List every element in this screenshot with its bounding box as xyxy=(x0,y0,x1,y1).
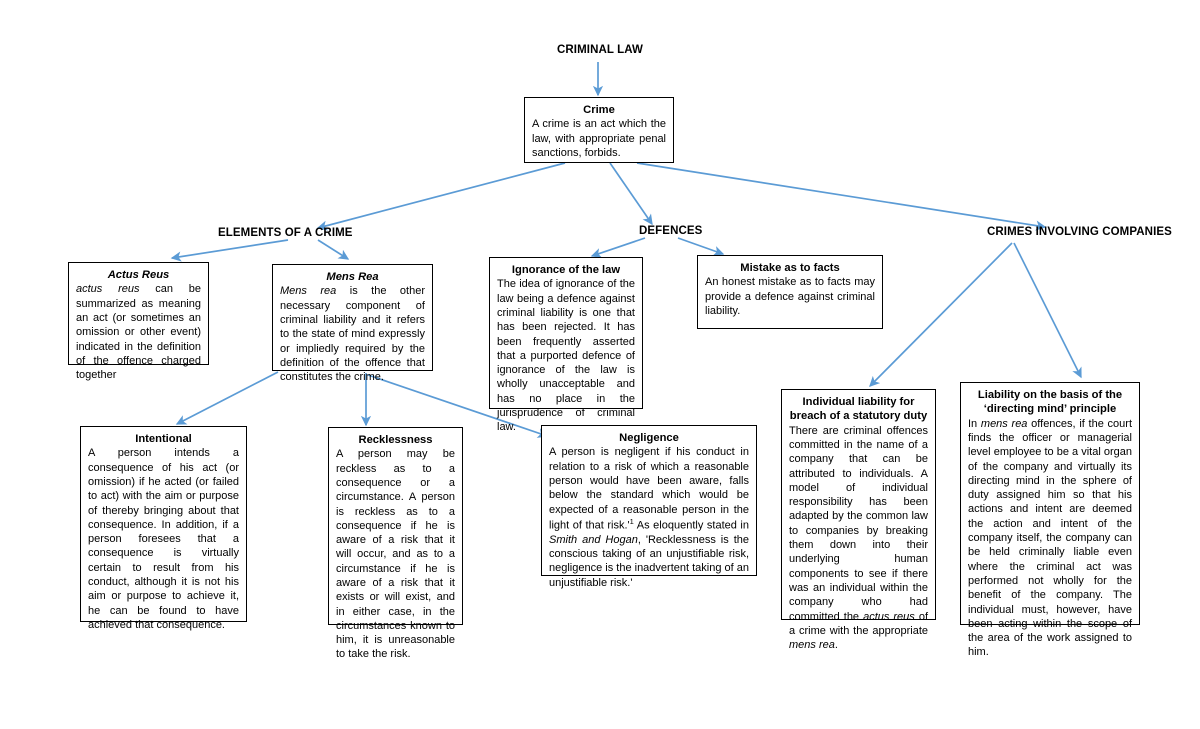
arrow-defences-to-ignorance xyxy=(590,237,646,258)
arrow-companies-to-individual-liability xyxy=(869,242,1013,387)
box-individual-liability: Individual liability for breach of a sta… xyxy=(781,389,936,651)
box-actus-reus: Actus Reus actus reus can be summarized … xyxy=(68,262,209,381)
box-individual-liability-title: Individual liability for breach of a sta… xyxy=(789,396,928,423)
box-negligence-title: Negligence xyxy=(619,432,679,444)
branch-label-defences: DEFENCES xyxy=(639,225,703,237)
box-intentional-body: A person intends a consequence of his ac… xyxy=(88,447,239,631)
arrow-defences-to-mistake xyxy=(677,237,725,256)
box-crime: Crime A crime is an act which the law, w… xyxy=(524,97,674,163)
arrow-crime-to-defences xyxy=(609,162,653,226)
page-title: CRIMINAL LAW xyxy=(557,44,643,56)
box-crime-title: Crime xyxy=(583,104,615,116)
arrow-companies-to-directing-mind xyxy=(1013,242,1082,379)
arrow-elements-to-actus-reus xyxy=(170,239,289,262)
box-ignorance-of-the-law: Ignorance of the law The idea of ignoran… xyxy=(489,257,643,433)
branch-label-companies: CRIMES INVOLVING COMPANIES xyxy=(987,226,1172,238)
box-mistake-title: Mistake as to facts xyxy=(740,262,840,274)
box-recklessness-title: Recklessness xyxy=(358,434,433,446)
box-negligence-body: A person is negligent if his conduct in … xyxy=(549,446,750,589)
box-mens-rea: Mens Rea Mens rea is the other necessary… xyxy=(272,264,433,383)
box-crime-body: A crime is an act which the law, with ap… xyxy=(532,118,666,159)
arrow-crime-to-companies xyxy=(636,162,1047,231)
box-actus-reus-title: Actus Reus xyxy=(107,269,170,281)
box-mens-rea-title: Mens Rea xyxy=(326,271,379,283)
box-ignorance-body: The idea of ignorance of the law being a… xyxy=(497,278,635,434)
box-intentional-title: Intentional xyxy=(135,433,192,445)
box-ignorance-title: Ignorance of the law xyxy=(511,264,621,276)
box-mens-rea-body: Mens rea is the other necessary componen… xyxy=(280,285,425,384)
arrow-elements-to-mens-rea xyxy=(317,239,350,260)
box-mistake-as-to-facts: Mistake as to facts An honest mistake as… xyxy=(697,255,883,329)
box-mistake-body: An honest mistake as to facts may provid… xyxy=(705,276,875,317)
box-individual-liability-body: There are criminal offences committed in… xyxy=(789,424,928,652)
box-actus-reus-body: actus reus can be summarized as meaning … xyxy=(76,283,201,382)
box-negligence: Negligence A person is negligent if his … xyxy=(541,425,757,589)
box-recklessness-body: A person may be reckless as to a consequ… xyxy=(336,448,455,661)
box-directing-mind: Liability on the basis of the ‘directing… xyxy=(960,382,1140,658)
arrow-crime-to-elements xyxy=(316,162,566,231)
box-directing-mind-title: Liability on the basis of the ‘directing… xyxy=(977,389,1123,416)
branch-label-elements: ELEMENTS OF A CRIME xyxy=(218,227,353,239)
box-intentional: Intentional A person intends a consequen… xyxy=(80,426,247,631)
box-recklessness: Recklessness A person may be reckless as… xyxy=(328,427,463,660)
box-directing-mind-body: In mens rea offences, if the court finds… xyxy=(968,417,1133,659)
